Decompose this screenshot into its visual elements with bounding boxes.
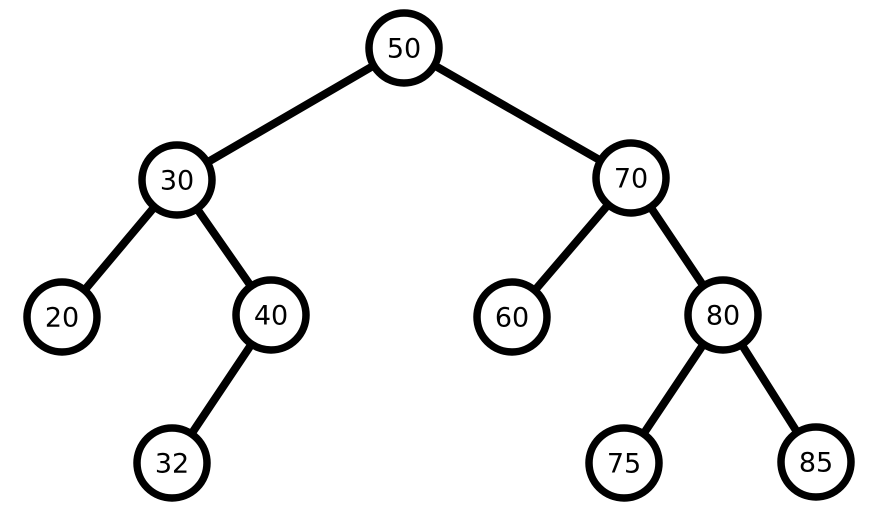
node-circle <box>138 141 216 219</box>
node-label: 40 <box>254 301 288 332</box>
node-label: 80 <box>706 301 740 332</box>
node-circle <box>232 276 310 354</box>
node-circle <box>23 278 101 356</box>
node-label: 60 <box>495 303 529 334</box>
node-circle <box>473 278 551 356</box>
node-circle <box>585 424 663 502</box>
tree-node-75: 75 <box>585 424 663 502</box>
node-circle <box>365 9 443 87</box>
node-circle <box>684 276 762 354</box>
tree-edge-50-30 <box>173 44 408 184</box>
tree-node-32: 32 <box>133 424 211 502</box>
tree-edge-50-70 <box>400 44 635 182</box>
node-label: 75 <box>607 449 641 480</box>
tree-node-60: 60 <box>473 278 551 356</box>
node-circle <box>777 423 855 501</box>
tree-node-80: 80 <box>684 276 762 354</box>
node-circle <box>133 424 211 502</box>
node-label: 20 <box>45 303 79 334</box>
tree-node-50: 50 <box>365 9 443 87</box>
node-circle <box>592 139 670 217</box>
tree-edges-layer <box>58 44 820 467</box>
tree-node-40: 40 <box>232 276 310 354</box>
node-label: 85 <box>799 448 833 479</box>
node-label: 50 <box>387 34 421 65</box>
node-label: 70 <box>614 164 648 195</box>
tree-node-30: 30 <box>138 141 216 219</box>
tree-node-20: 20 <box>23 278 101 356</box>
tree-node-85: 85 <box>777 423 855 501</box>
tree-node-70: 70 <box>592 139 670 217</box>
tree-nodes-layer: 50 30 70 20 40 60 80 32 75 85 <box>23 9 855 502</box>
node-label: 30 <box>160 166 194 197</box>
node-label: 32 <box>155 449 189 480</box>
